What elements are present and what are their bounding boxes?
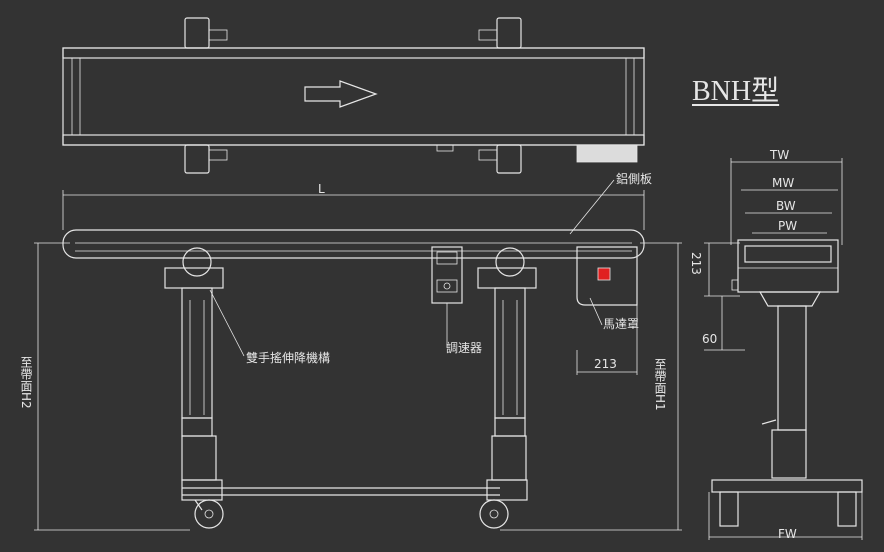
power-switch-icon	[597, 267, 611, 281]
side-head	[737, 239, 839, 293]
lift-leader	[209, 289, 245, 357]
dim-tw: TW	[770, 148, 790, 162]
motor-box-top	[576, 144, 638, 163]
left-leg	[164, 247, 500, 529]
side-plate-leader	[569, 179, 615, 235]
belt-body	[62, 229, 645, 259]
label-lift: 雙手搖伸降機構	[246, 351, 331, 365]
side-pillar	[777, 305, 807, 431]
dim-h1: 至帶面H1	[653, 358, 667, 411]
side-base	[711, 479, 863, 493]
side-view	[704, 158, 863, 540]
speed-controller	[431, 246, 463, 304]
cover-leader	[589, 297, 603, 326]
dim-side-height: 213	[689, 252, 703, 275]
dim-side-base: 60	[702, 332, 718, 346]
label-motor-cover: 馬達罩	[603, 317, 640, 331]
label-speed: 調速器	[446, 341, 483, 355]
direction-arrow-icon	[304, 80, 378, 108]
top-rail-upper	[62, 47, 645, 59]
dim-pw: PW	[778, 219, 798, 233]
motor-cover	[576, 246, 638, 375]
top-right-motor-upper	[496, 17, 522, 49]
top-right-motor-lower	[496, 144, 522, 174]
top-frame	[62, 47, 645, 146]
dim-fw: FW	[778, 527, 797, 541]
top-left-motor-upper	[184, 17, 210, 49]
model-title: BNH型	[692, 76, 780, 107]
label-side-plate: 鋁側板	[616, 172, 653, 186]
right-leg	[477, 247, 537, 529]
front-view	[34, 179, 682, 531]
top-view	[62, 17, 645, 174]
dim-length: L	[318, 182, 325, 196]
dim-h2: 至帶面H2	[19, 356, 33, 409]
top-rail-lower	[62, 134, 645, 146]
top-left-motor-lower	[184, 144, 210, 174]
dim-bw: BW	[776, 199, 796, 213]
dim-motor-length: 213	[594, 357, 617, 371]
dim-mw: MW	[772, 176, 795, 190]
